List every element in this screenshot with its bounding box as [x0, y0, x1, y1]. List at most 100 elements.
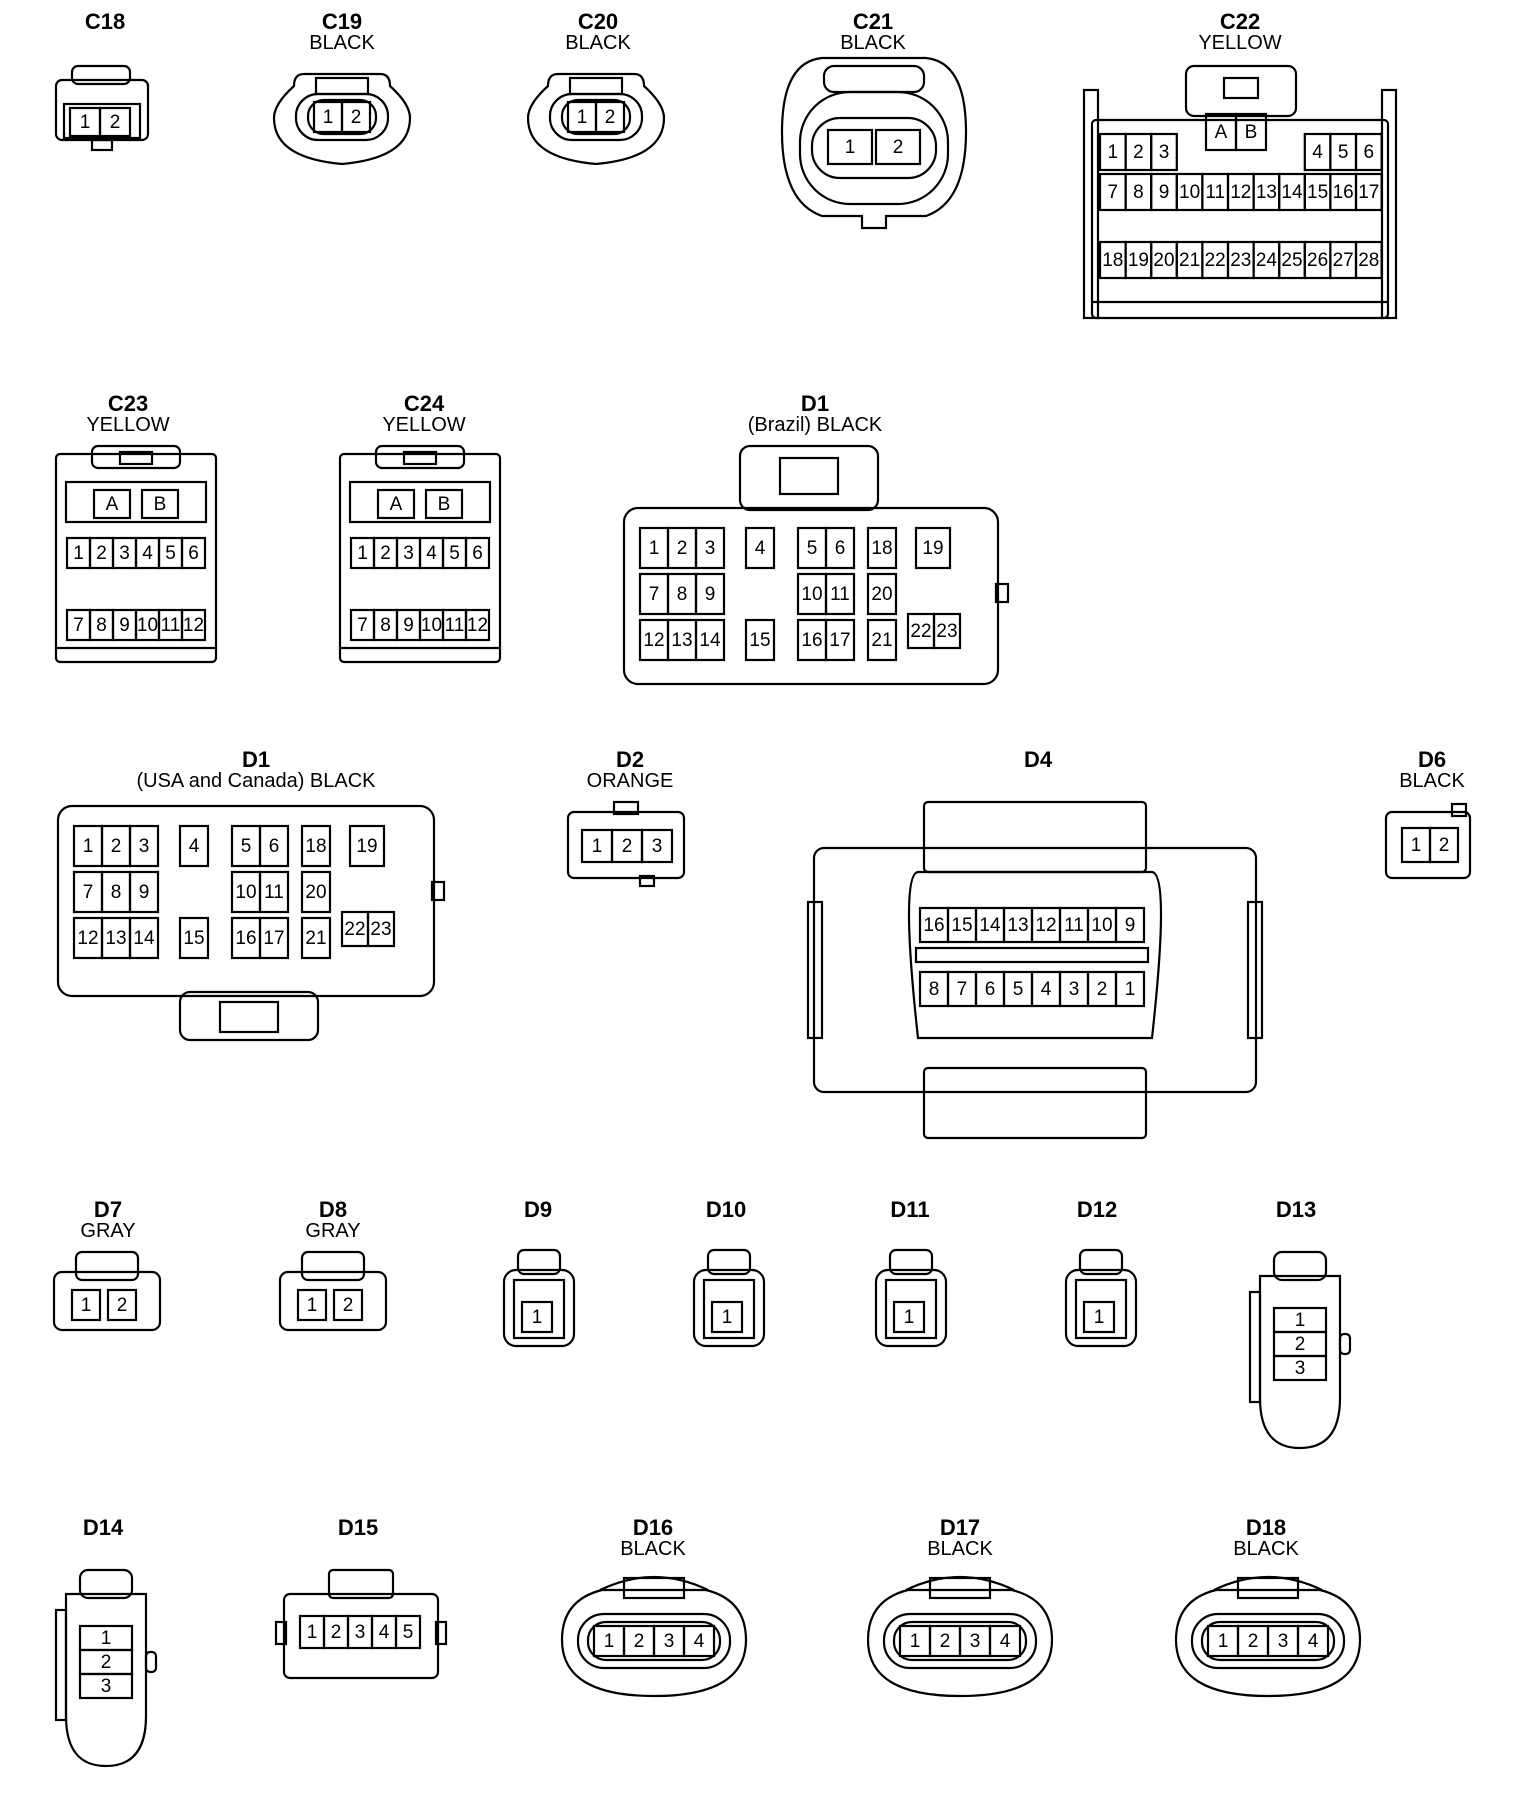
connector-outline: [1248, 1250, 1352, 1450]
connector-header-d11-16: D11: [890, 1198, 929, 1221]
pin-7: 7: [648, 583, 660, 605]
pin-a: A: [1214, 121, 1228, 143]
connector-header-d4-10: D4: [1024, 748, 1052, 771]
pin-6: 6: [188, 542, 199, 564]
connector-outline: [278, 1250, 388, 1332]
pin-24: 24: [1255, 249, 1277, 271]
connector-id-label: C21: [852, 9, 894, 34]
pin-11: 11: [264, 881, 284, 903]
pin-15: 15: [1307, 181, 1329, 203]
pin-8: 8: [1133, 181, 1144, 203]
pin-17: 17: [1358, 181, 1380, 203]
pin-5: 5: [806, 537, 818, 559]
pin-5: 5: [165, 542, 176, 564]
pin-10: 10: [801, 583, 823, 605]
connector-id-label: D15: [337, 1515, 379, 1540]
pin-1: 1: [648, 537, 660, 559]
connector-outline: [806, 800, 1264, 1140]
connector-id-label: D4: [1023, 747, 1053, 772]
connector-id-label: C23: [107, 391, 149, 416]
pin-6: 6: [268, 835, 280, 857]
pin-6: 6: [1363, 141, 1375, 163]
connector-outline: [274, 1568, 448, 1680]
pin-20: 20: [871, 583, 893, 605]
connector-id-label: D2: [615, 747, 645, 772]
pin-1: 1: [844, 136, 856, 158]
connector-header-d1-8: D1(USA and Canada) BLACK: [136, 748, 375, 792]
pin-9: 9: [1124, 914, 1136, 936]
pin-22: 22: [344, 918, 366, 940]
pin-19: 19: [1127, 249, 1149, 271]
connector-outline: [526, 72, 666, 166]
connector-d12-17: 1: [1062, 1248, 1140, 1352]
pin-13: 13: [1007, 914, 1029, 936]
pin-1: 1: [531, 1306, 543, 1328]
pin-4: 4: [188, 835, 200, 857]
pin-4: 4: [693, 1630, 705, 1652]
pin-1: 1: [80, 1294, 92, 1316]
pin-8: 8: [928, 978, 940, 1000]
connector-id-label: D13: [1275, 1197, 1317, 1222]
connector-outline: [54, 1568, 158, 1768]
pin-25: 25: [1281, 249, 1303, 271]
pin-12: 12: [1230, 181, 1252, 203]
pin-10: 10: [420, 614, 443, 636]
pin-1: 1: [1294, 1309, 1306, 1331]
pin-3: 3: [354, 1621, 366, 1643]
connector-id-label: D16: [632, 1515, 674, 1540]
pin-16: 16: [1332, 181, 1354, 203]
connector-outline: [1082, 64, 1398, 320]
pin-2: 2: [330, 1621, 342, 1643]
pin-8: 8: [380, 614, 391, 636]
connector-color-label: BLACK: [620, 1538, 686, 1561]
pin-1: 1: [100, 1627, 112, 1649]
pin-16: 16: [235, 927, 257, 949]
pin-8: 8: [110, 881, 122, 903]
pin-12: 12: [77, 927, 99, 949]
pin-b: B: [437, 493, 451, 515]
pin-2: 2: [342, 1294, 354, 1316]
connector-color-label: YELLOW: [1198, 32, 1282, 55]
pin-3: 3: [119, 542, 130, 564]
pin-7: 7: [956, 978, 968, 1000]
pin-4: 4: [1312, 141, 1323, 163]
connector-header-d15-20: D15: [338, 1516, 378, 1539]
connector-id-label: D18: [1245, 1515, 1287, 1540]
pin-2: 2: [96, 542, 107, 564]
pin-14: 14: [699, 629, 721, 651]
pin-9: 9: [138, 881, 150, 903]
connector-d10-15: 1: [690, 1248, 768, 1352]
pin-22: 22: [1204, 249, 1226, 271]
pin-3: 3: [1068, 978, 1080, 1000]
connector-header-d10-15: D10: [706, 1198, 746, 1221]
pin-4: 4: [378, 1621, 390, 1643]
pin-10: 10: [235, 881, 257, 903]
pin-2: 2: [1294, 1333, 1306, 1355]
pin-1: 1: [82, 835, 94, 857]
pin-3: 3: [138, 835, 150, 857]
pin-10: 10: [1091, 914, 1113, 936]
pin-20: 20: [1153, 249, 1175, 271]
pin-4: 4: [426, 542, 437, 564]
connector-outline: [54, 64, 150, 152]
pin-2: 2: [892, 136, 904, 158]
connector-outline: [338, 444, 502, 664]
pin-4: 4: [1040, 978, 1052, 1000]
pin-12: 12: [182, 614, 205, 636]
connector-color-label: GRAY: [80, 1220, 136, 1243]
pin-9: 9: [403, 614, 414, 636]
